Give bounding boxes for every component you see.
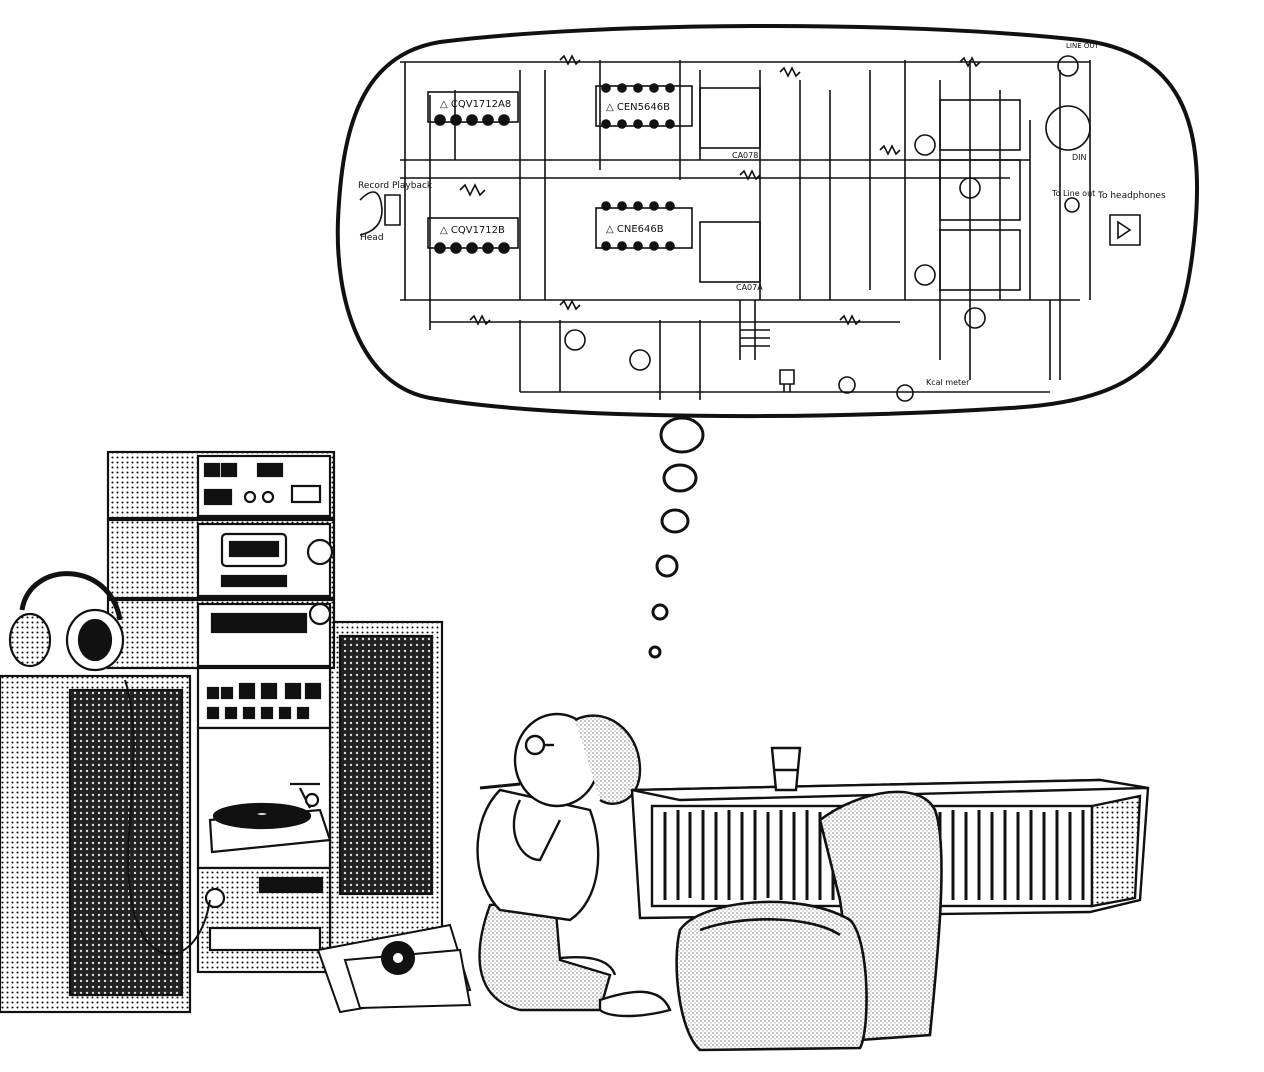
circuit-schematic — [359, 54, 1141, 402]
cassette-knob — [306, 538, 334, 566]
thought-trail — [648, 416, 705, 659]
meter-dial-2 — [896, 384, 914, 402]
label-to-line-out: To Line out — [1051, 189, 1095, 198]
kneeling-man — [476, 712, 672, 1018]
din-connector — [1045, 105, 1091, 151]
label-ca078: CA078 — [732, 151, 758, 160]
label-line-out: LINE OUT — [1066, 42, 1099, 50]
record-sleeves — [316, 923, 472, 1014]
to-line-out-jack — [1064, 197, 1080, 213]
ic-block-4 — [595, 207, 693, 249]
thought-bubble — [335, 23, 1200, 419]
left-speaker-grille — [68, 688, 184, 997]
headphones — [8, 571, 125, 672]
line-out-jack — [1057, 55, 1079, 77]
label-ic1: △ CQV1712A8 — [440, 99, 511, 110]
ic-block-2 — [595, 85, 693, 127]
meter-dial-1 — [838, 376, 856, 394]
schematic-labels: LINE OUT Record Playback Head △ CQV1712A… — [358, 42, 1166, 387]
label-din: DIN — [1072, 153, 1087, 162]
label-ic3: △ CQV1712B — [440, 225, 505, 236]
man-hair — [574, 714, 642, 805]
right-speaker-grille — [338, 634, 434, 896]
armchair — [675, 790, 943, 1052]
label-ic2: △ CEN5646B — [606, 102, 670, 113]
power-plug-symbol — [779, 369, 795, 392]
label-ic4: △ CNE646B — [606, 224, 664, 235]
label-head: Head — [360, 233, 384, 243]
label-to-headphones: To headphones — [1097, 191, 1166, 201]
label-record-playback: Record Playback — [358, 181, 433, 191]
stereo-rack — [0, 450, 444, 1014]
label-kcal-meter: Kcal meter — [926, 378, 970, 387]
tape-head-symbol — [359, 191, 401, 236]
label-ca07a: CA07A — [736, 283, 763, 292]
